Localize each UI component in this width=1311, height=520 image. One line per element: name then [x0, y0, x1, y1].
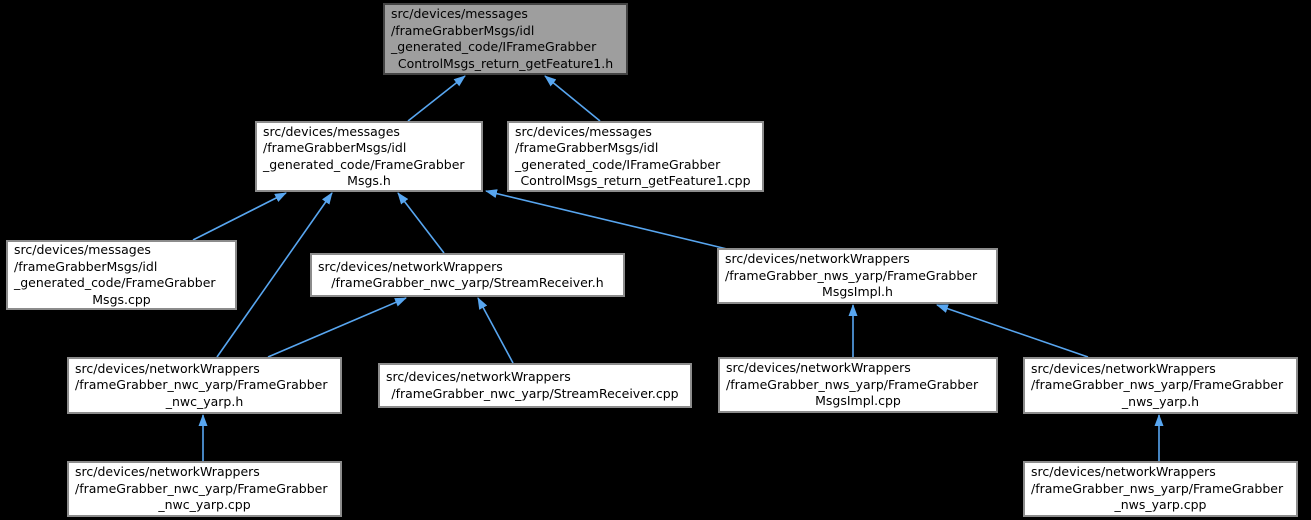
node-label-line: src/devices/messages	[14, 242, 151, 257]
node-label-line: /frameGrabber_nwc_yarp/FrameGrabber	[75, 377, 328, 393]
node-label-line: /frameGrabberMsgs/idl	[515, 140, 659, 155]
node-label-line: /frameGrabber_nwc_yarp/StreamReceiver.h	[331, 275, 604, 290]
graph-node-StreamReceiver-cpp[interactable]: src/devices/networkWrappers/frameGrabber…	[378, 363, 692, 408]
dependency-edge	[216, 192, 333, 358]
node-label-line: src/devices/networkWrappers	[1031, 464, 1216, 480]
node-label-line: src/devices/messages	[391, 6, 528, 21]
graph-node-FrameGrabber-nwc-yarp-h[interactable]: src/devices/networkWrappers/frameGrabber…	[67, 357, 342, 414]
node-label-line: /frameGrabberMsgs/idl	[263, 140, 407, 155]
node-label-line: MsgsImpl.h	[822, 284, 893, 300]
dependency-edge	[397, 192, 445, 254]
node-label-line: _nwc_yarp.h	[165, 393, 244, 409]
node-label-line: Msgs.h	[347, 173, 391, 188]
node-label-line: /frameGrabber_nws_yarp/FrameGrabber	[1031, 377, 1284, 393]
node-label-line: /frameGrabber_nwc_yarp/StreamReceiver.cp…	[391, 385, 679, 401]
graph-node-StreamReceiver-h[interactable]: src/devices/networkWrappers/frameGrabber…	[310, 253, 625, 297]
dependency-edge	[407, 75, 466, 122]
node-label-line: src/devices/messages	[515, 123, 652, 139]
node-label-line: MsgsImpl.cpp	[815, 393, 901, 409]
dependency-edge	[477, 297, 514, 364]
node-label-line: _nws_yarp.h	[1121, 393, 1200, 409]
node-label-line: src/devices/networkWrappers	[75, 464, 260, 480]
node-label-line: _generated_code/IFrameGrabber	[391, 39, 597, 54]
graph-node-FrameGrabberMsgs-h[interactable]: src/devices/messages/frameGrabberMsgs/id…	[255, 121, 483, 192]
graph-node-FrameGrabber-nwc-yarp-cpp[interactable]: src/devices/networkWrappers/frameGrabber…	[67, 461, 342, 517]
dependency-edge	[267, 297, 407, 358]
node-label-line: Msgs.cpp	[92, 291, 151, 307]
node-label-line: src/devices/networkWrappers	[75, 360, 260, 376]
node-label-line: _generated_code/IFrameGrabber	[515, 156, 721, 172]
node-label-line: /frameGrabber_nwc_yarp/FrameGrabber	[75, 480, 328, 496]
graph-node-FrameGrabber-nws-yarp-h[interactable]: src/devices/networkWrappers/frameGrabber…	[1023, 357, 1298, 414]
node-label-line: src/devices/networkWrappers	[726, 360, 911, 376]
graph-node-IFrameGrabberControlMsgs-return-getFeature1-h: src/devices/messages/frameGrabberMsgs/id…	[383, 3, 628, 75]
dependency-edge	[192, 192, 287, 241]
node-label-line: ControlMsgs_return_getFeature1.cpp	[520, 173, 751, 188]
node-label-line: _nwc_yarp.cpp	[158, 497, 251, 513]
node-label-line: /frameGrabber_nws_yarp/FrameGrabber	[725, 267, 978, 283]
graph-node-FrameGrabberMsgsImpl-h[interactable]: src/devices/networkWrappers/frameGrabber…	[717, 248, 998, 304]
node-label-line: /frameGrabberMsgs/idl	[14, 258, 158, 274]
node-label-line: /frameGrabber_nws_yarp/FrameGrabber	[726, 376, 979, 392]
node-label-line: src/devices/networkWrappers	[725, 251, 910, 267]
dependency-edge	[485, 189, 728, 250]
node-label-line: /frameGrabber_nws_yarp/FrameGrabber	[1031, 480, 1284, 496]
node-label-line: _generated_code/FrameGrabber	[14, 275, 216, 290]
node-label-line: src/devices/networkWrappers	[1031, 360, 1216, 376]
node-label-line: /frameGrabberMsgs/idl	[391, 22, 535, 38]
node-label-line: _generated_code/FrameGrabber	[263, 156, 465, 172]
dependency-edge	[544, 75, 601, 122]
graph-node-FrameGrabber-nws-yarp-cpp[interactable]: src/devices/networkWrappers/frameGrabber…	[1023, 461, 1298, 517]
node-label-line: src/devices/messages	[263, 123, 400, 139]
dependency-edge	[936, 304, 1089, 358]
graph-node-IFrameGrabberControlMsgs-return-getFeature1-cpp[interactable]: src/devices/messages/frameGrabberMsgs/id…	[507, 121, 764, 192]
node-label-line: src/devices/networkWrappers	[318, 258, 503, 274]
node-label-line: ControlMsgs_return_getFeature1.h	[397, 55, 614, 71]
node-label-line: src/devices/networkWrappers	[386, 369, 571, 384]
graph-node-FrameGrabberMsgsImpl-cpp[interactable]: src/devices/networkWrappers/frameGrabber…	[718, 357, 998, 413]
graph-node-FrameGrabberMsgs-cpp[interactable]: src/devices/messages/frameGrabberMsgs/id…	[6, 240, 237, 310]
node-label-line: _nws_yarp.cpp	[1114, 497, 1207, 513]
